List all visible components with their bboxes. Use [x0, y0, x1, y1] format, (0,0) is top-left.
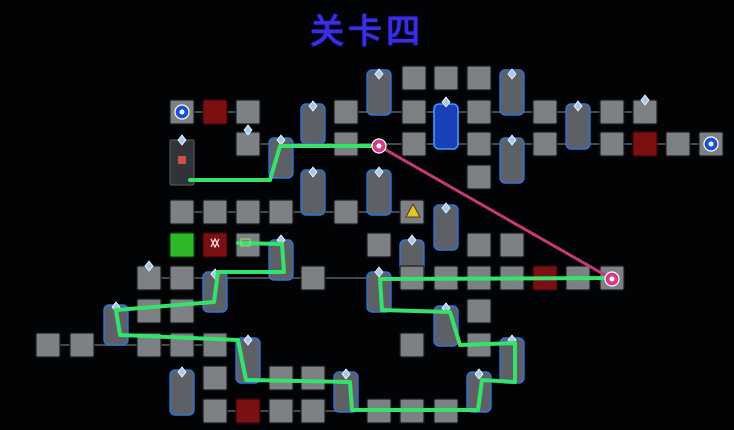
- door-marker-icon: [374, 266, 384, 278]
- map-room[interactable]: [202, 99, 228, 125]
- warp-icon: [371, 138, 387, 154]
- door-marker-icon: [243, 124, 253, 136]
- save-station-icon-core: [708, 141, 714, 147]
- map-room[interactable]: [333, 99, 359, 125]
- map-room[interactable]: [169, 265, 195, 291]
- map-room[interactable]: [169, 199, 195, 225]
- map-room[interactable]: [136, 298, 162, 324]
- door-marker-icon: [507, 134, 517, 146]
- route-segment: [114, 241, 612, 412]
- warp-icon: [604, 271, 620, 287]
- map-room[interactable]: [202, 398, 228, 424]
- door-marker-icon: [441, 202, 451, 214]
- warp-icon-core: [376, 143, 382, 149]
- door-marker-icon: [474, 368, 484, 380]
- map-room[interactable]: [401, 131, 427, 157]
- warning-icon: [405, 203, 421, 218]
- map-room[interactable]: [268, 398, 294, 424]
- map-room[interactable]: [235, 199, 261, 225]
- map-room[interactable]: [136, 332, 162, 358]
- map-room[interactable]: [632, 131, 658, 157]
- map-room[interactable]: [300, 365, 326, 391]
- door-marker-icon: [407, 234, 417, 246]
- map-room[interactable]: [466, 99, 492, 125]
- map-room[interactable]: [169, 232, 195, 258]
- door-marker-icon: [374, 68, 384, 80]
- shop-icon: [178, 156, 186, 164]
- door-marker-icon: [308, 100, 318, 112]
- map-room[interactable]: [466, 164, 492, 190]
- map-room[interactable]: [466, 298, 492, 324]
- save-station-icon-core: [179, 109, 185, 115]
- map-room[interactable]: [202, 332, 228, 358]
- map-room[interactable]: [599, 99, 625, 125]
- rooms: [35, 65, 724, 424]
- door-marker-icon: [341, 368, 351, 380]
- door-markers: [111, 68, 650, 380]
- map-room[interactable]: [532, 131, 558, 157]
- map-room[interactable]: [532, 99, 558, 125]
- door-marker-icon: [640, 94, 650, 106]
- map-icons: [174, 104, 719, 287]
- map-room[interactable]: [401, 99, 427, 125]
- door-marker-icon: [144, 260, 154, 272]
- door-marker-icon: [177, 134, 187, 146]
- warp-icon-core: [609, 276, 615, 282]
- door-marker-icon: [243, 334, 253, 346]
- map-room[interactable]: [399, 332, 425, 358]
- door-marker-icon: [573, 100, 583, 112]
- map-room[interactable]: [466, 131, 492, 157]
- map-room[interactable]: [268, 365, 294, 391]
- door-marker-icon: [507, 68, 517, 80]
- map-room[interactable]: [599, 131, 625, 157]
- door-marker-icon: [374, 166, 384, 178]
- map-room[interactable]: [202, 232, 228, 258]
- map-room[interactable]: [433, 103, 459, 150]
- map-room[interactable]: [366, 232, 392, 258]
- map-room[interactable]: [333, 199, 359, 225]
- map-room[interactable]: [235, 99, 261, 125]
- door-marker-icon: [177, 366, 187, 378]
- map-room[interactable]: [665, 131, 691, 157]
- map-room[interactable]: [499, 232, 525, 258]
- level-title: 关卡四: [310, 12, 424, 52]
- map-room[interactable]: [202, 199, 228, 225]
- map-room[interactable]: [401, 65, 427, 91]
- boss-gate-icon: [210, 237, 220, 249]
- map-room[interactable]: [466, 232, 492, 258]
- route-segment: [188, 144, 382, 182]
- room-connections: [36, 111, 723, 412]
- map-room[interactable]: [300, 265, 326, 291]
- map-room[interactable]: [69, 332, 95, 358]
- map-room[interactable]: [268, 199, 294, 225]
- map-room[interactable]: [202, 365, 228, 391]
- map-room[interactable]: [466, 65, 492, 91]
- warp-line: [378, 144, 613, 281]
- map-room[interactable]: [300, 398, 326, 424]
- route-path: [114, 144, 612, 412]
- map-room[interactable]: [35, 332, 61, 358]
- door-marker-icon: [441, 96, 451, 108]
- chest-icon: [240, 238, 251, 247]
- save-station-icon: [703, 136, 719, 152]
- door-marker-icon: [308, 166, 318, 178]
- map-room[interactable]: [433, 65, 459, 91]
- warp-connection: [378, 144, 613, 281]
- map-room[interactable]: [235, 398, 261, 424]
- save-station-icon: [174, 104, 190, 120]
